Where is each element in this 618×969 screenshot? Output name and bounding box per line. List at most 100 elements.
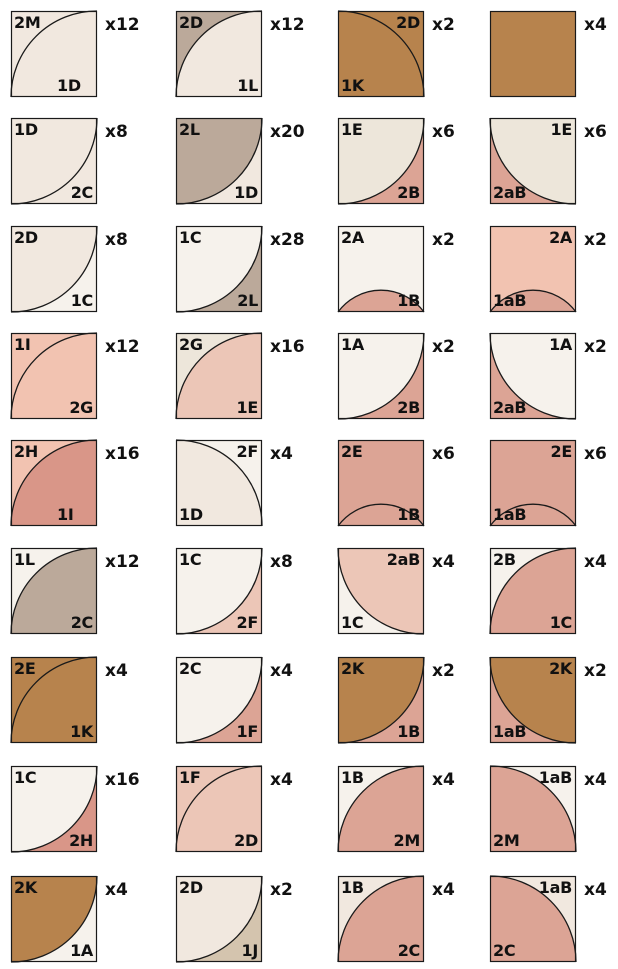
piece-label: 2E <box>14 661 35 677</box>
piece-label: 1aB <box>539 880 572 896</box>
block-quantity: x8 <box>105 232 128 249</box>
quilt-block: 1C2Lx28 <box>176 226 262 312</box>
piece-label: 2L <box>237 293 258 309</box>
piece-label: 2A <box>341 230 364 246</box>
piece-label: 1K <box>341 78 364 94</box>
piece-label: 2K <box>341 661 364 677</box>
piece-label: 1A <box>341 337 364 353</box>
block-quantity: x4 <box>584 554 607 571</box>
piece-label: 2C <box>71 615 93 631</box>
piece-label: 2C <box>398 943 420 959</box>
piece-label: 1C <box>550 615 572 631</box>
block-quantity: x2 <box>432 232 455 249</box>
block-quantity: x4 <box>432 554 455 571</box>
piece-label: 1A <box>549 337 572 353</box>
quilt-block: 1C2Fx8 <box>176 548 262 634</box>
piece-label: 1C <box>179 230 201 246</box>
block-quantity: x16 <box>105 772 140 789</box>
block-quantity: x4 <box>105 663 128 680</box>
block-quantity: x6 <box>584 446 607 463</box>
piece-label: 1aB <box>493 293 526 309</box>
block-quantity: x20 <box>270 124 305 141</box>
piece-label: 2E <box>551 444 572 460</box>
block-quantity: x4 <box>432 772 455 789</box>
piece-label: 1L <box>14 552 35 568</box>
piece-label: 2F <box>237 444 258 460</box>
piece-label: 1F <box>237 724 258 740</box>
quilt-block: 1aB2Cx4 <box>490 876 576 962</box>
block-quantity: x4 <box>584 17 607 34</box>
piece-label: 1F <box>179 770 200 786</box>
block-background-fabric <box>490 11 576 97</box>
block-quantity: x6 <box>432 124 455 141</box>
piece-label: 1D <box>14 122 38 138</box>
piece-label: 1A <box>70 943 93 959</box>
quilt-block: 1B2Mx4 <box>338 766 424 852</box>
piece-label: 2C <box>179 661 201 677</box>
quilt-block: 1A2aBx2 <box>490 333 576 419</box>
quilt-block: 2E1Bx6 <box>338 440 424 526</box>
piece-label: 1L <box>237 78 258 94</box>
piece-label: 1C <box>14 770 36 786</box>
quilt-block: 2A1aBx2 <box>490 226 576 312</box>
block-quantity: x8 <box>270 554 293 571</box>
block-quantity: x2 <box>584 339 607 356</box>
block-quantity: x4 <box>270 772 293 789</box>
piece-label: 2C <box>71 185 93 201</box>
quilt-block: 2E1aBx6 <box>490 440 576 526</box>
block-quantity: x2 <box>584 663 607 680</box>
block-quantity: x2 <box>270 882 293 899</box>
block-quantity: x2 <box>432 17 455 34</box>
block-quantity: x4 <box>432 882 455 899</box>
piece-label: 1D <box>179 507 203 523</box>
block-quantity: x16 <box>105 446 140 463</box>
piece-label: 1C <box>341 615 363 631</box>
block-quantity: x2 <box>584 232 607 249</box>
piece-label: 1I <box>14 337 31 353</box>
block-quantity: x28 <box>270 232 305 249</box>
piece-label: 1J <box>242 943 259 959</box>
quilt-block: 1aB2Mx4 <box>490 766 576 852</box>
piece-label: 1E <box>341 122 362 138</box>
quilt-block: 1F2Dx4 <box>176 766 262 852</box>
block-quantity: x2 <box>432 339 455 356</box>
piece-label: 2aB <box>493 400 526 416</box>
block-swatch <box>490 11 576 97</box>
piece-label: 1I <box>57 507 74 523</box>
quilt-block: 2K1Bx2 <box>338 657 424 743</box>
quilt-block: 1A2Bx2 <box>338 333 424 419</box>
piece-label: 1aB <box>539 770 572 786</box>
piece-label: 2H <box>14 444 38 460</box>
piece-label: 1B <box>341 770 364 786</box>
quilt-block: 1E2aBx6 <box>490 118 576 204</box>
piece-label: 2aB <box>387 552 420 568</box>
block-quantity: x12 <box>105 339 140 356</box>
quilt-block: x4 <box>490 11 576 97</box>
piece-label: 2D <box>179 15 203 31</box>
piece-label: 1D <box>57 78 81 94</box>
piece-label: 1aB <box>493 724 526 740</box>
block-quantity: x8 <box>105 124 128 141</box>
piece-label: 2D <box>179 880 203 896</box>
piece-label: 2G <box>69 400 93 416</box>
block-quantity: x6 <box>584 124 607 141</box>
piece-label: 1C <box>71 293 93 309</box>
block-quantity: x6 <box>432 446 455 463</box>
quilt-block: 2E1Kx4 <box>11 657 97 743</box>
piece-label: 2B <box>397 400 420 416</box>
piece-label: 2aB <box>493 185 526 201</box>
block-quantity: x4 <box>270 446 293 463</box>
piece-label: 1B <box>397 724 420 740</box>
piece-label: 2H <box>69 833 93 849</box>
piece-label: 1D <box>234 185 258 201</box>
